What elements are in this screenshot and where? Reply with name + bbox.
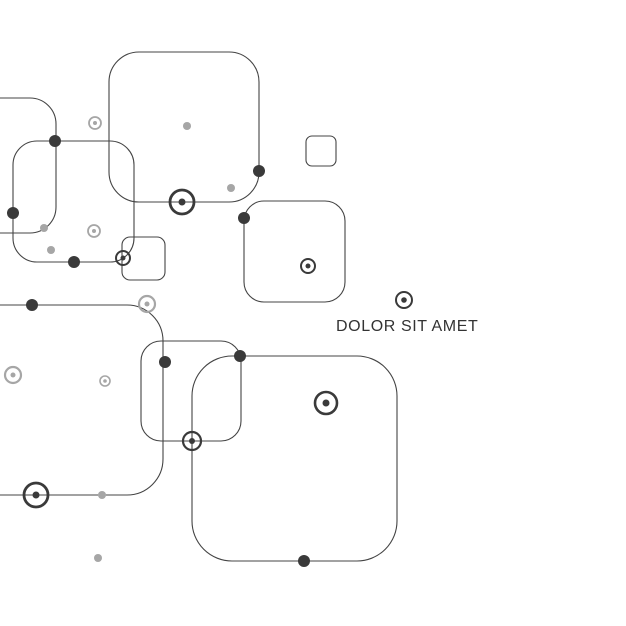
caption-text: DOLOR SIT AMET <box>336 318 479 335</box>
node-dot-light <box>47 246 55 254</box>
ring-target-light <box>87 224 101 238</box>
node-dot <box>253 165 265 177</box>
node-dot <box>68 256 80 268</box>
node-dot <box>238 212 250 224</box>
rounded-square <box>305 135 337 167</box>
ring-target <box>115 250 131 266</box>
rounded-square <box>0 97 57 234</box>
ring-target <box>168 188 196 216</box>
node-dot-light <box>183 122 191 130</box>
node-dot-light <box>94 554 102 562</box>
node-dot-light <box>98 491 106 499</box>
rounded-square <box>121 236 166 281</box>
ring-target-light <box>3 365 23 385</box>
rounded-square <box>243 200 346 303</box>
node-dot <box>234 350 246 362</box>
ring-target-light <box>99 375 111 387</box>
node-dot <box>159 356 171 368</box>
ring-target <box>395 291 413 309</box>
node-dot-light <box>227 184 235 192</box>
ring-target <box>313 390 339 416</box>
ring-target <box>300 258 316 274</box>
ring-target-light <box>88 116 102 130</box>
rounded-square <box>191 355 398 562</box>
node-dot <box>49 135 61 147</box>
ring-target <box>181 430 203 452</box>
node-dot <box>7 207 19 219</box>
node-dot <box>26 299 38 311</box>
ring-target <box>22 481 50 509</box>
node-dot <box>298 555 310 567</box>
rounded-square <box>0 304 164 496</box>
node-dot-light <box>40 224 48 232</box>
ring-target-light <box>137 294 157 314</box>
rounded-square <box>12 140 135 263</box>
